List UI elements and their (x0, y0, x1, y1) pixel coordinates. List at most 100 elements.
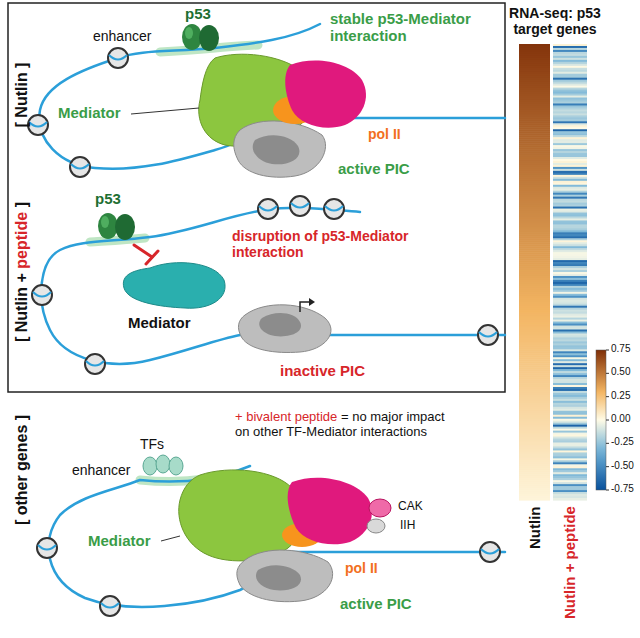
color-bar-part (596, 350, 606, 490)
text-run: impact (406, 409, 444, 424)
text-run: on (235, 424, 249, 439)
nucleosome-part (71, 164, 89, 169)
nucleosome-part (101, 603, 119, 608)
color-bar-part (606, 350, 609, 351)
dna-strand (49, 466, 505, 607)
text-run: interactions (361, 424, 427, 439)
nucleosome-part (259, 206, 277, 211)
complex-label: active PIC (340, 595, 412, 612)
text-run: + (235, 409, 243, 424)
leader-line (131, 108, 199, 114)
nucleosome-part (478, 325, 498, 345)
complex-label: inactive PIC (280, 362, 365, 379)
transcription-factor (143, 455, 183, 475)
protein-label: Mediator (88, 532, 151, 549)
p53-tetramer-part (115, 214, 135, 240)
tick-label: 0.50 (611, 366, 630, 378)
color-bar-part (606, 420, 609, 421)
nucleosome (28, 48, 128, 177)
text-run: ] (13, 202, 30, 207)
transcription-factor-part (143, 457, 157, 475)
tick-label: 0.75 (611, 343, 630, 355)
color-bar-part (606, 490, 609, 491)
mediator-complex-part (179, 470, 303, 561)
pic-complex-part (253, 135, 300, 164)
subunit-label: CAK (398, 500, 423, 514)
pic-complex (237, 478, 391, 602)
protein-label: pol II (345, 560, 378, 576)
heatmap (519, 44, 587, 501)
text-run: = (341, 409, 349, 424)
heatmap-part (519, 498, 550, 501)
pic-complex-part (256, 565, 301, 590)
pic-complex (238, 298, 331, 352)
tick-label: 0.00 (611, 413, 630, 425)
dna-strand (39, 24, 505, 169)
dna-strand-part (49, 466, 505, 607)
condition-label: [ Nutlin + peptide ] (13, 202, 31, 342)
color-bar-part (606, 443, 609, 444)
pic-complex-part (234, 121, 326, 177)
pic-complex-part (300, 302, 310, 312)
color-bar (596, 350, 609, 490)
nucleosome-part (290, 196, 310, 216)
p53-tetramer-part (199, 25, 219, 51)
column-label: Nutlin (526, 506, 543, 549)
text-run: peptide (13, 212, 30, 269)
pic-complex-part (309, 298, 315, 306)
dna-strand (41, 208, 505, 364)
pic-complex-part (238, 305, 331, 353)
pic-complex-part (288, 478, 372, 545)
heatmap-part (553, 498, 587, 501)
nucleosome-part (324, 199, 344, 219)
panel-frame (8, 3, 505, 392)
dna-strand-part (39, 24, 505, 169)
nucleosome-part (481, 549, 499, 554)
color-bar-part (606, 466, 609, 467)
nucleosome-part (108, 48, 128, 68)
p53-tetramer (182, 24, 219, 51)
mediator-complex (179, 470, 303, 561)
complex-label: active PIC (338, 160, 410, 177)
leader-line (161, 536, 180, 541)
tick-label: 0.25 (611, 390, 630, 402)
protein-label: p53 (95, 190, 121, 207)
protein-label: p53 (185, 5, 211, 22)
mediator-complex (123, 263, 225, 309)
protein-label: pol II (368, 126, 401, 142)
heatmap-title: RNA-seq: p53 target genes (488, 5, 622, 37)
nucleosome-part (325, 206, 343, 211)
interaction-note: stable p53-Mediator interaction (330, 10, 498, 45)
text-run: bivalent (246, 409, 291, 424)
transcription-factor-part (156, 455, 170, 473)
transcription-factor-part (169, 457, 183, 475)
inhibition-mark (134, 245, 158, 264)
dna-strand-part (41, 208, 505, 364)
tick-label: -0.50 (611, 460, 634, 472)
pic-complex-part (369, 499, 391, 517)
nucleosome-part (480, 542, 500, 562)
nucleosome-part (28, 115, 48, 135)
nucleosome-part (33, 292, 51, 297)
nucleosome-part (291, 203, 309, 208)
text-run: peptide (295, 409, 338, 424)
pic-complex-part (237, 550, 333, 602)
nucleosome-part (38, 545, 56, 550)
p53-tetramer-part (182, 24, 202, 50)
nucleosome-part (258, 199, 278, 219)
inhibition-mark-part (146, 251, 158, 264)
interaction-note: disruption of p53-Mediator interaction (232, 228, 437, 260)
p53-tetramer-part (101, 216, 109, 228)
subunit-label: IIH (400, 519, 415, 533)
annotation-note: + bivalent peptide = no major impact on … (235, 410, 450, 440)
mediator-complex-part (123, 263, 225, 309)
nucleosome (32, 196, 498, 374)
protein-label: Mediator (128, 314, 191, 331)
nucleosome-part (29, 122, 47, 127)
nucleosome-part (479, 332, 497, 337)
nucleosome-part (85, 354, 105, 374)
nucleosome-part (70, 157, 90, 177)
text-run: other (253, 424, 283, 439)
text-run: [ (13, 337, 30, 342)
